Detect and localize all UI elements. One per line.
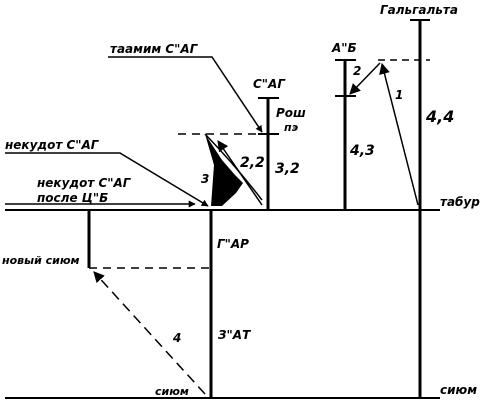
label-galgalta: Гальгальта — [380, 3, 458, 17]
label-nekudot-after-2: после Ц"Б — [37, 191, 108, 205]
label-sium-right: сиюм — [440, 383, 477, 397]
label-pe: пэ — [284, 121, 299, 134]
label-taamim: таамим С"АГ — [110, 42, 199, 56]
number-4: 4 — [172, 331, 181, 345]
label-ab: А"Б — [331, 41, 357, 55]
label-new-sium: новый сиюм — [2, 254, 80, 267]
label-nekudot-after-1: некудот С"АГ — [37, 176, 132, 190]
number-2: 2 — [353, 64, 361, 78]
label-gar: Г"АР — [217, 237, 249, 251]
value-3-2: 3,2 — [275, 161, 300, 177]
label-nekudot: некудот С"АГ — [5, 138, 100, 152]
label-zat: З"АТ — [218, 328, 251, 342]
arrow-4 — [93, 271, 206, 395]
nekudot-pointer — [5, 152, 209, 207]
taamim-pointer — [108, 56, 263, 133]
label-rosh: Рош — [276, 106, 306, 120]
value-4-4: 4,4 — [425, 107, 454, 126]
wedge-3-arc — [204, 133, 263, 201]
number-3: 3 — [201, 172, 209, 186]
wedge-3 — [205, 134, 243, 206]
number-1: 1 — [395, 88, 403, 102]
value-4-3: 4,3 — [349, 143, 375, 159]
arrow-2 — [349, 62, 381, 95]
label-tabur: табур — [440, 195, 480, 209]
arrow-1 — [379, 62, 419, 206]
label-sium-bottom: сиюм — [155, 385, 189, 398]
label-sag: С"АГ — [253, 77, 286, 91]
value-2-2: 2,2 — [240, 155, 265, 171]
